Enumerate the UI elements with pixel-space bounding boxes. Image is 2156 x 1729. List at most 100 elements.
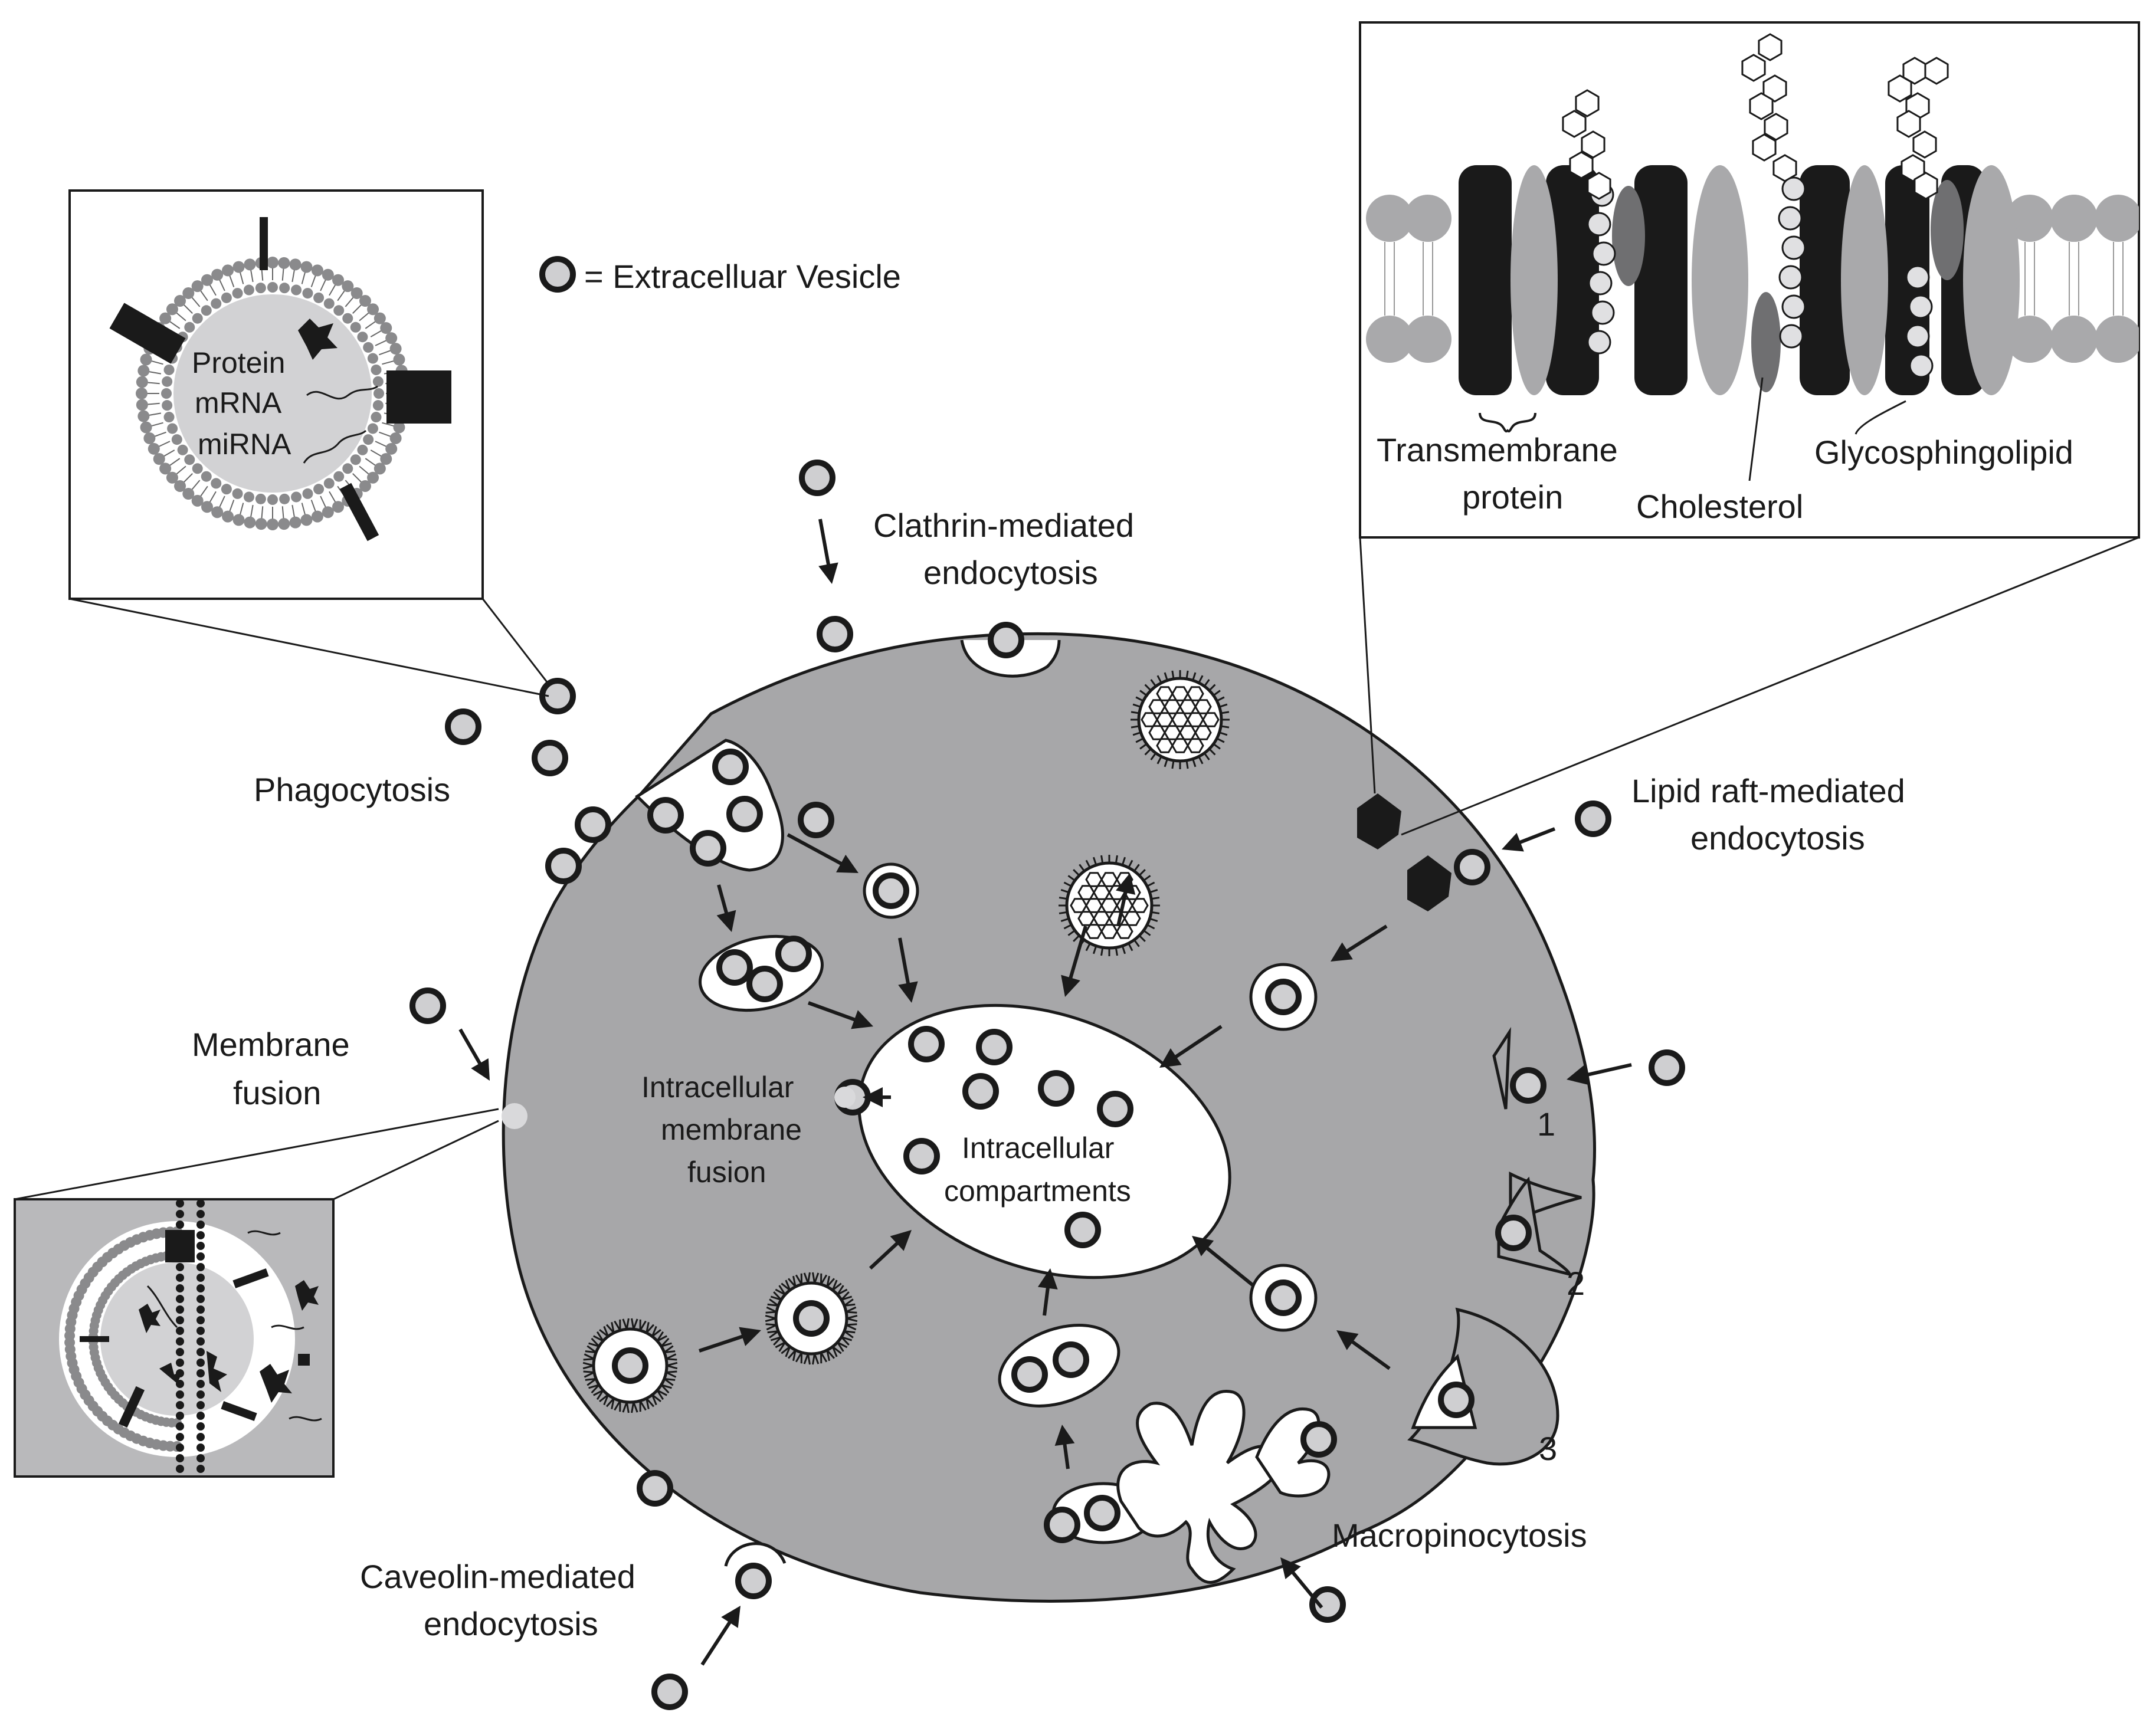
arrow-1 — [787, 833, 859, 873]
arrow-5 — [1116, 873, 1136, 927]
raft-protein-1 — [1357, 793, 1401, 849]
extracellular-vesicle-16 — [988, 622, 1024, 658]
arrow-18 — [1280, 1557, 1323, 1609]
caveolin-vesicle-1 — [765, 1272, 858, 1365]
extracellular-vesicle-35 — [1038, 1070, 1074, 1107]
label-cholesterol: Cholesterol — [1636, 488, 1803, 525]
zoom-line-fusion-top — [14, 1108, 499, 1200]
intracellular-compartment — [857, 1003, 1231, 1279]
extracellular-vesicle-0 — [539, 678, 576, 714]
extracellular-vesicle-7 — [726, 796, 763, 832]
extracellular-vesicle-9 — [712, 749, 749, 785]
extracellular-vesicle-25 — [1438, 1382, 1475, 1418]
extracellular-vesicle-2 — [532, 740, 568, 776]
extracellular-vesicle-14 — [799, 460, 835, 496]
extracellular-vesicle-24 — [1265, 1279, 1302, 1316]
protrusion-number-3: 3 — [1539, 1430, 1557, 1467]
label-glycosphingolipid: Glycosphingolipid — [1814, 434, 2073, 471]
arrow-11 — [863, 1087, 891, 1107]
extracellular-vesicle-15 — [817, 616, 853, 652]
extracellular-vesicle-13 — [746, 966, 783, 1002]
label-caveolin-2: endocytosis — [424, 1605, 598, 1642]
extracellular-vesicle-11 — [716, 949, 753, 986]
clathrin-coated-vesicle-1 — [1131, 670, 1230, 769]
fused-vesicle — [502, 1103, 527, 1129]
arrow-8 — [1331, 924, 1388, 962]
label-transmembrane-2: protein — [1462, 478, 1563, 516]
extracellular-vesicles — [409, 256, 1685, 1710]
arrow-9 — [1502, 827, 1556, 852]
fused-vesicle-internal — [834, 1087, 856, 1108]
caveolin-pit-bottom — [724, 1542, 787, 1567]
extracellular-vesicle-8 — [690, 830, 726, 867]
arrows — [458, 519, 1632, 1666]
arrow-13 — [869, 1230, 912, 1270]
vesicle-inset — [68, 189, 550, 697]
clathrin-pit — [960, 639, 1061, 678]
extracellular-vesicle-43 — [735, 1563, 772, 1599]
lipid-head-top-0 — [1366, 195, 1413, 242]
zoom-line-fusion-bottom — [333, 1120, 499, 1200]
extracellular-vesicle-18 — [1575, 800, 1611, 837]
zoom-line-raft-right — [1401, 536, 2139, 836]
zoom-line-raft-left — [1359, 537, 1376, 794]
extracellular-vesicle-20 — [1265, 979, 1302, 1015]
extracellular-vesicle-38 — [1064, 1212, 1101, 1248]
extracellular-vesicle-44 — [651, 1674, 688, 1710]
extracellular-vesicle-29 — [1044, 1507, 1080, 1543]
label-compartments-1: Intracellular — [962, 1131, 1114, 1164]
lipid-head-top-1 — [2006, 195, 2053, 242]
coated-vesicles — [582, 670, 1230, 1413]
arrow-16 — [1336, 1330, 1391, 1370]
extracellular-vesicle-33 — [976, 1029, 1013, 1065]
extracellular-vesicle-42 — [637, 1470, 673, 1507]
arrow-2 — [716, 884, 736, 932]
arrow-4 — [807, 1001, 873, 1029]
label-protein: Protein — [192, 346, 285, 379]
extracellular-vesicle-17 — [409, 987, 446, 1024]
label-membrane-fusion-1: Membrane — [192, 1026, 350, 1063]
label-transmembrane-1: Transmembrane — [1377, 431, 1618, 468]
label-lipid-raft-1: Lipid raft-mediated — [1631, 772, 1905, 809]
extracellular-vesicle-30 — [1084, 1495, 1120, 1531]
arrow-6 — [1061, 926, 1087, 997]
clathrin-coated-vesicle-2 — [1059, 855, 1160, 956]
zoom-line-left-bottom — [69, 598, 549, 697]
label-lipid-raft-2: endocytosis — [1690, 819, 1865, 857]
lipid-raft-proteins — [1357, 793, 1451, 911]
lipid-raft-inset — [1359, 21, 2140, 836]
label-mrna: mRNA — [195, 386, 282, 419]
label-membrane-fusion-2: fusion — [233, 1074, 321, 1111]
extracellular-vesicle-1 — [445, 708, 481, 745]
zoom-line-left-top — [481, 598, 550, 685]
extracellular-vesicle-21 — [1649, 1049, 1685, 1086]
lipid-head-top-2 — [2050, 195, 2098, 242]
label-clathrin-1: Clathrin-mediated — [873, 507, 1134, 544]
label-intracellular-fusion-1: Intracellular — [641, 1071, 794, 1104]
extracellular-vesicle-28 — [1053, 1341, 1089, 1378]
extracellular-vesicle-26 — [1300, 1421, 1337, 1458]
extracellular-vesicle-36 — [1097, 1091, 1133, 1127]
extracellular-vesicle-34 — [962, 1073, 999, 1110]
extracellular-vesicle-23 — [1495, 1215, 1532, 1251]
arrow-12 — [699, 1327, 761, 1353]
label-phagocytosis: Phagocytosis — [254, 771, 450, 808]
label-clathrin-2: endocytosis — [923, 554, 1098, 591]
extracellular-vesicle-27 — [1011, 1356, 1048, 1393]
label-caveolin-1: Caveolin-mediated — [360, 1558, 635, 1595]
label-mirna: miRNA — [198, 428, 291, 461]
protrusion-number-2: 2 — [1567, 1265, 1585, 1302]
extracellular-vesicle-3 — [575, 806, 611, 843]
extracellular-vesicle-6 — [647, 797, 684, 834]
extracellular-vesicle-32 — [908, 1026, 945, 1062]
extracellular-vesicle-45 — [539, 256, 576, 293]
arrow-14 — [1037, 1268, 1058, 1316]
extracellular-vesicle-5 — [798, 802, 834, 838]
label-intracellular-fusion-2: membrane — [661, 1113, 802, 1146]
extracellular-vesicle-10 — [873, 872, 909, 909]
arrow-0 — [818, 519, 838, 584]
arrow-7 — [1159, 1025, 1223, 1068]
legend-text: = Extracelluar Vesicle — [584, 258, 901, 295]
